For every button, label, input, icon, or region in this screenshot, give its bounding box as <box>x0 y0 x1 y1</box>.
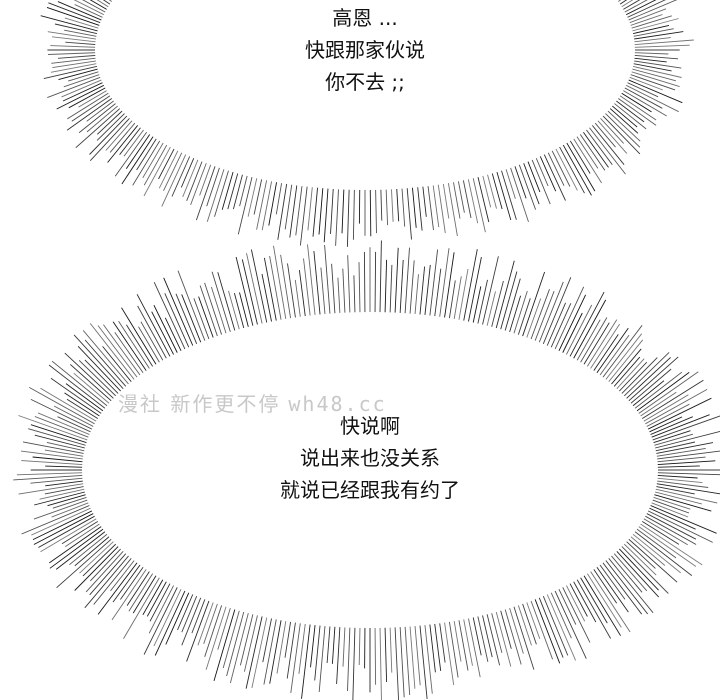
dialogue-line: 就说已经跟我有约了 <box>280 478 460 502</box>
watermark-text: 漫社 新作更不停 <box>118 392 281 416</box>
top-bubble-burst-lines <box>40 0 694 247</box>
bottom-bubble <box>82 312 658 628</box>
bottom-bubble-text: 快说啊 说出来也没关系 就说已经跟我有约了 <box>220 410 520 506</box>
watermark-url: wh48.cc <box>288 392 387 416</box>
dialogue-line: 说出来也没关系 <box>300 446 440 470</box>
dialogue-line: 快说啊 <box>340 414 400 438</box>
dialogue-line: 快跟那家伙说 <box>305 38 425 62</box>
watermark: 漫社 新作更不停 wh48.cc <box>118 388 387 417</box>
bottom-bubble-burst-lines <box>13 240 720 700</box>
top-bubble <box>95 0 635 190</box>
dialogue-line: 你不去 ;; <box>325 70 405 94</box>
dialogue-line: 高恩 ... <box>332 6 398 30</box>
top-bubble-text: 高恩 ... 快跟那家伙说 你不去 ;; <box>215 2 515 98</box>
